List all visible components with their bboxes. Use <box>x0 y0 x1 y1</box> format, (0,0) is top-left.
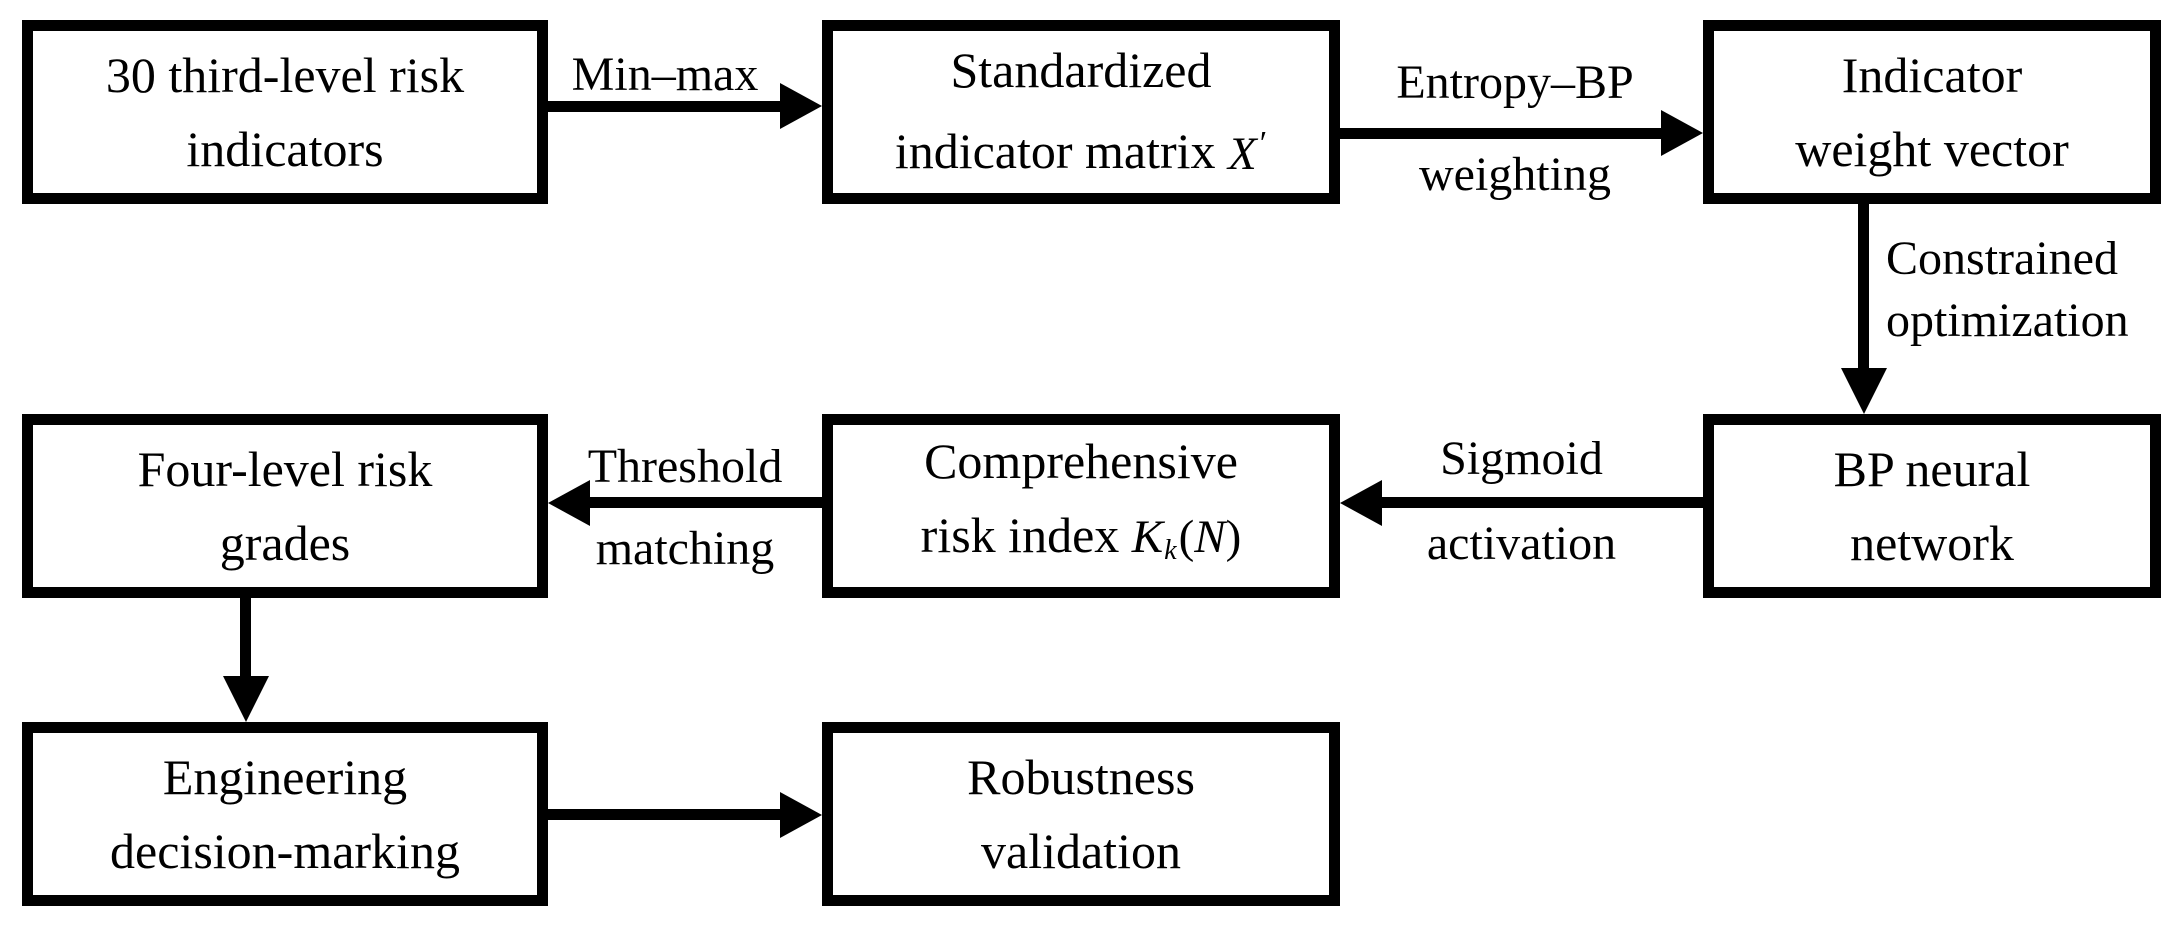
math-subscript-k: k <box>1164 535 1177 567</box>
edge-label-threshold: Threshold <box>587 440 783 493</box>
arrow-line-threshold <box>583 497 822 508</box>
box-text-line: Standardized <box>950 42 1212 99</box>
math-variable-X: X <box>1228 127 1257 180</box>
arrowhead-right-icon <box>780 792 822 838</box>
box-text-line: decision-marking <box>110 823 460 879</box>
box-bp-neural-network: BP neural network <box>1703 414 2161 598</box>
box-text-line: validation <box>981 823 1181 879</box>
box-text-line: indicator matrix X′ <box>895 107 1267 190</box>
arrow-line-minmax <box>548 101 788 112</box>
box-comprehensive-risk-index: Comprehensive risk index Kk(N) <box>822 414 1340 598</box>
box-text-line: Four-level risk <box>137 441 433 497</box>
arrow-line-sigmoid <box>1375 497 1703 508</box>
arrowhead-left-icon <box>548 480 590 526</box>
edge-label-activation: activation <box>1426 517 1617 570</box>
box-text-line: risk index Kk(N) <box>921 498 1242 589</box>
box-indicator-weight-vector: Indicator weight vector <box>1703 20 2161 204</box>
box-standardized-matrix: Standardized indicator matrix X′ <box>822 20 1340 204</box>
math-variable-K: K <box>1131 510 1164 563</box>
box-engineering-decision: Engineering decision-marking <box>22 722 548 906</box>
arrowhead-down-icon <box>1841 368 1887 414</box>
math-prime-mark: ′ <box>1259 125 1268 163</box>
box-third-level-indicators: 30 third-level risk indicators <box>22 20 548 204</box>
arrowhead-left-icon <box>1340 480 1382 526</box>
box-text-line: Engineering <box>162 749 408 805</box>
box-robustness-validation: Robustness validation <box>822 722 1340 906</box>
arrowhead-right-icon <box>780 83 822 129</box>
box-four-level-risk-grades: Four-level risk grades <box>22 414 548 598</box>
edge-label-matching: matching <box>595 522 775 575</box>
box-text-line: BP neural <box>1833 441 2031 497</box>
edge-label-constrained: Constrained <box>1886 232 2118 285</box>
box-text-line: grades <box>219 515 351 571</box>
arrowhead-right-icon <box>1661 110 1703 156</box>
edge-label-sigmoid: Sigmoid <box>1440 432 1603 485</box>
box-text-line: network <box>1850 515 2014 571</box>
box-text-line: indicators <box>186 121 384 177</box>
edge-label-min-max: Min–max <box>571 48 759 101</box>
box-text-fragment: indicator matrix <box>894 123 1229 180</box>
edge-label-weighting: weighting <box>1419 148 1611 201</box>
edge-label-optimization: optimization <box>1886 294 2129 347</box>
arrow-line-constrained <box>1858 204 1869 374</box>
edge-label-entropy-bp: Entropy–BP <box>1396 56 1634 109</box>
arrow-line-grades-to-decision <box>240 598 251 686</box>
box-text-line: Comprehensive <box>924 432 1238 489</box>
box-text-fragment: risk index <box>920 506 1132 563</box>
box-text-line: weight vector <box>1795 121 2069 177</box>
math-paren-close: ) <box>1225 510 1242 563</box>
arrowhead-down-icon <box>223 676 269 722</box>
arrow-line-decision-to-robustness <box>548 809 788 820</box>
math-variable-N: N <box>1194 510 1226 563</box>
box-text-line: 30 third-level risk <box>105 47 465 103</box>
math-paren-open: ( <box>1178 510 1195 563</box>
box-text-line: Indicator <box>1841 47 2023 103</box>
box-text-line: Robustness <box>967 749 1195 805</box>
arrow-line-entropy-bp <box>1340 128 1670 139</box>
